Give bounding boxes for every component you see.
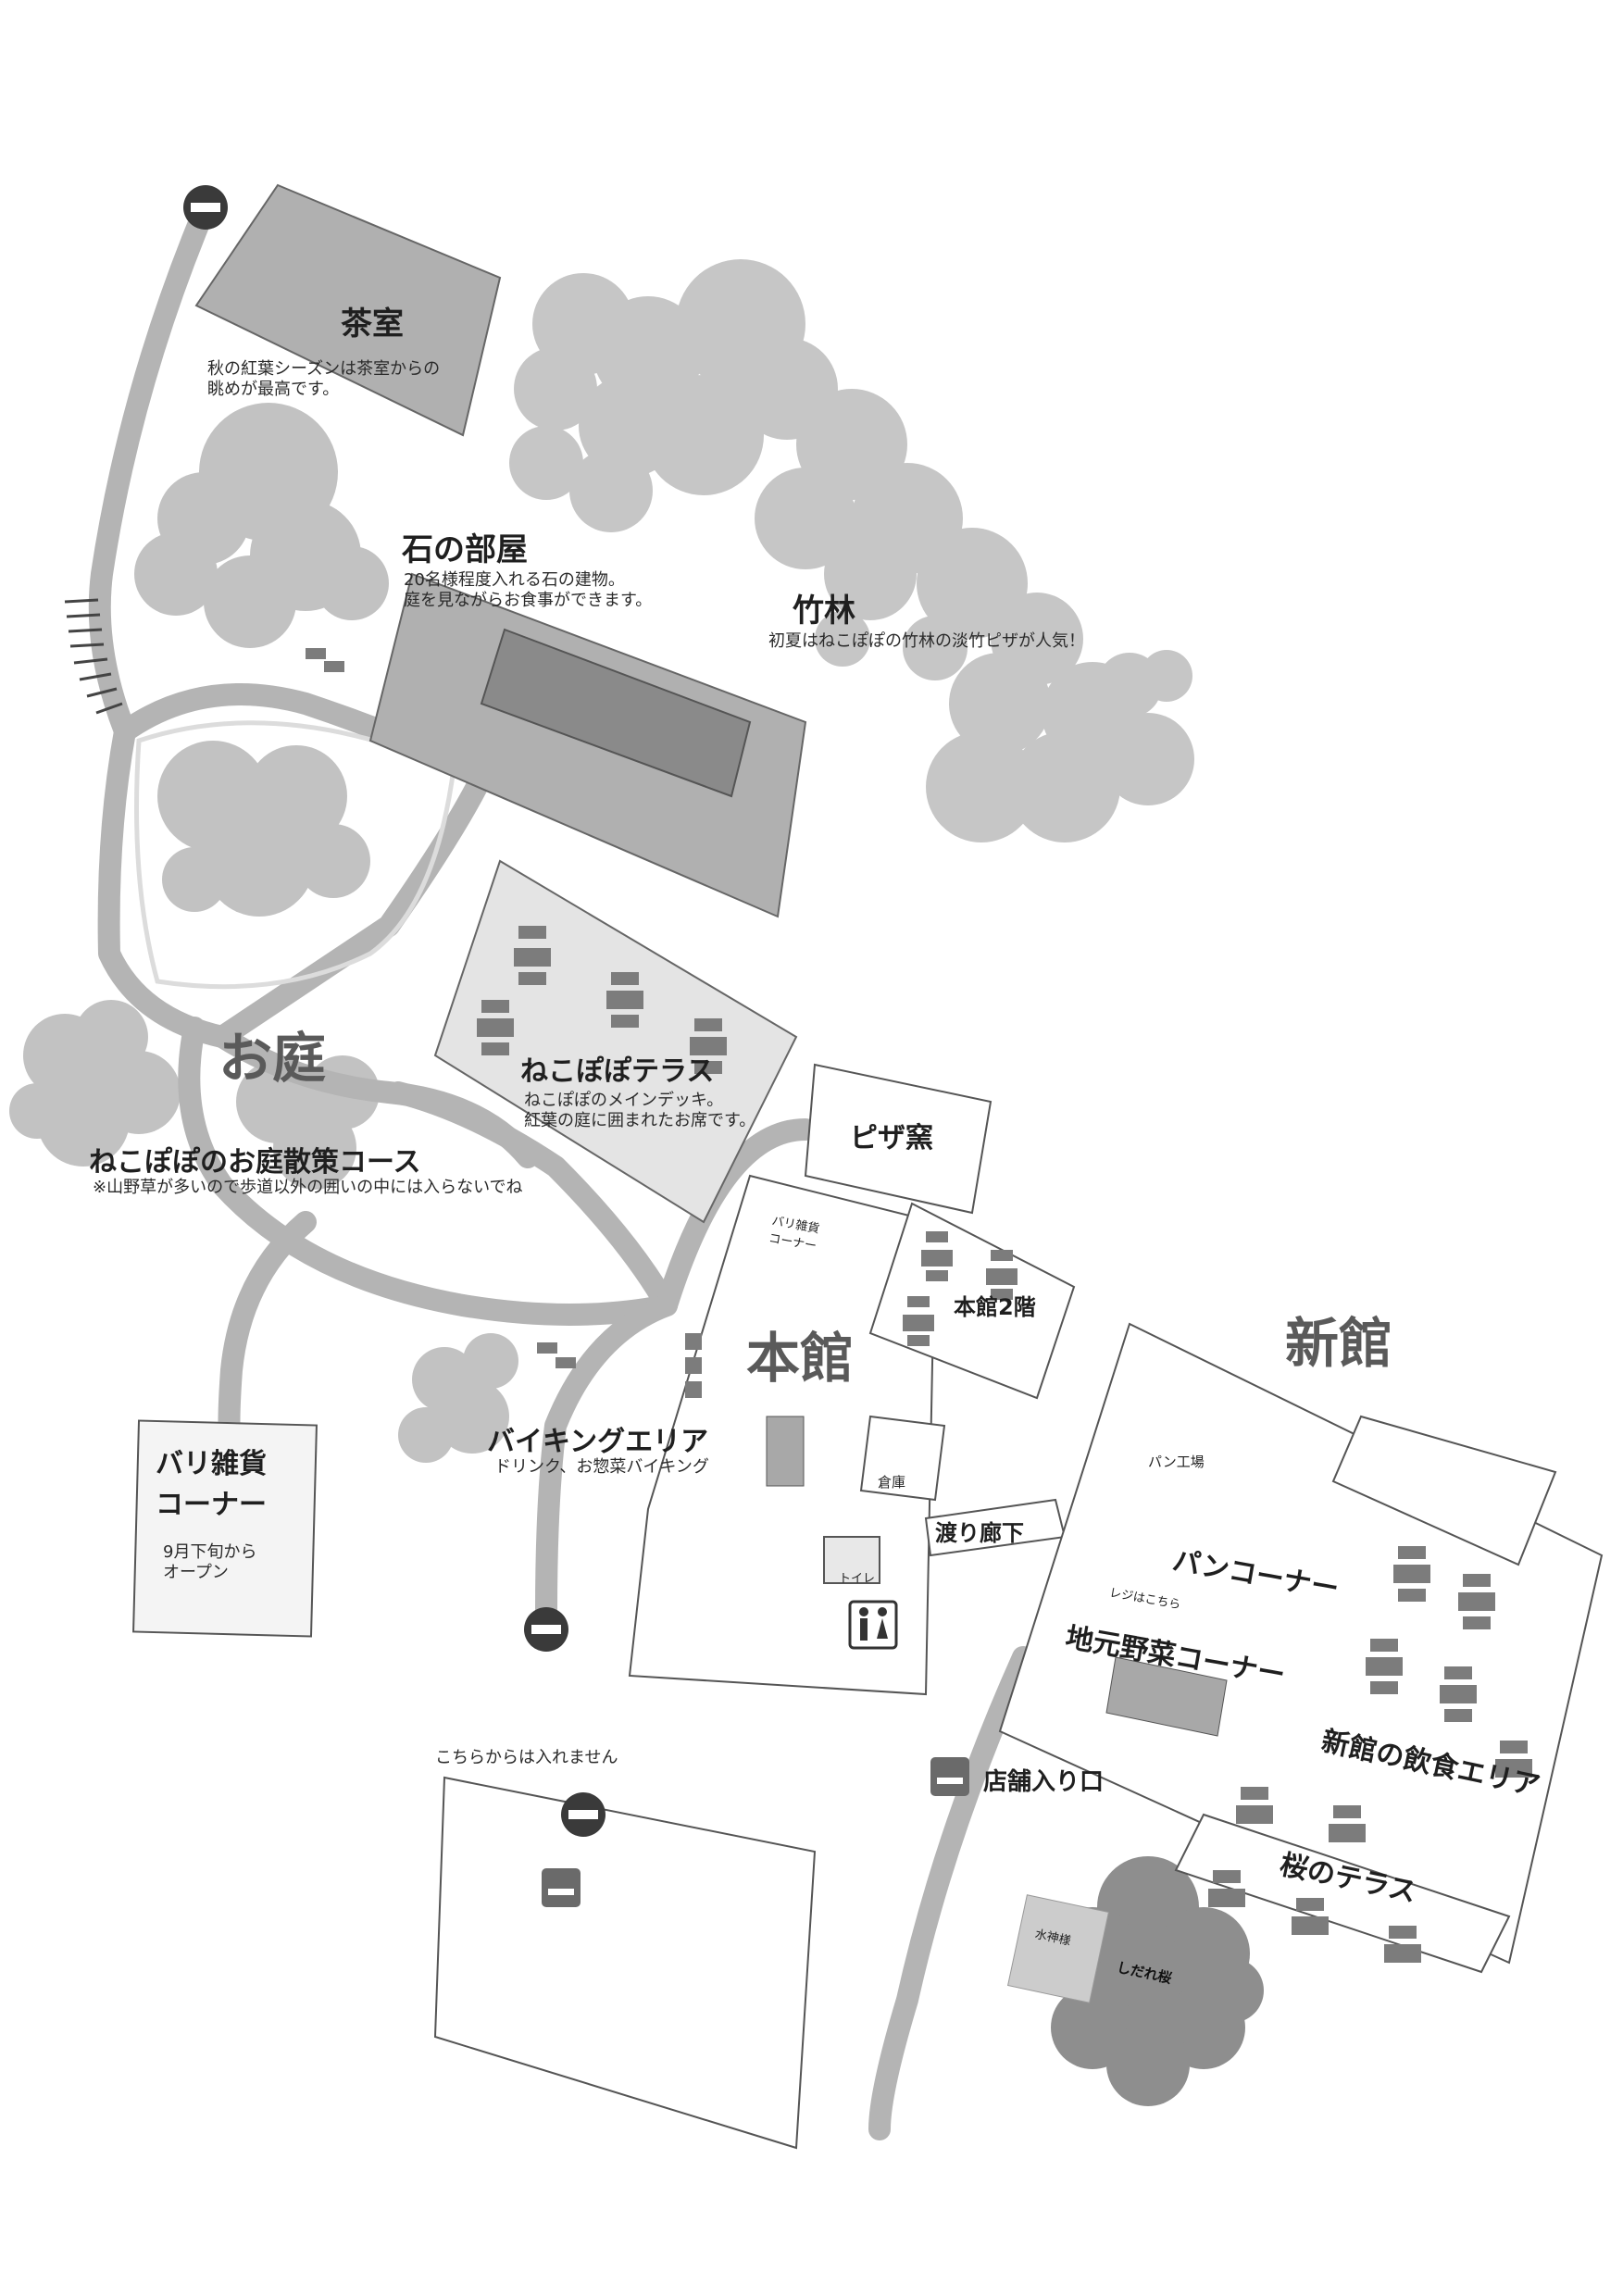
buffet-title: バイキングエリア bbox=[487, 1426, 709, 1458]
garden-paths bbox=[88, 196, 1034, 2140]
no-entry-icon bbox=[183, 185, 228, 230]
chashitsu-building bbox=[194, 183, 502, 437]
pan-kojo-room bbox=[1331, 1415, 1557, 1566]
buffet-desc: ドリンク、お惣菜バイキング bbox=[494, 1457, 709, 1477]
watari-title: 渡り廊下 bbox=[935, 1520, 1024, 1546]
no-entry-title: こちらからは入れません bbox=[435, 1748, 618, 1767]
honkan-title: 本館 bbox=[746, 1327, 855, 1390]
yasai-shelf bbox=[1105, 1656, 1228, 1737]
entrance-title: 店舗入り口 bbox=[983, 1768, 1105, 1796]
oniwa-title: お庭 bbox=[218, 1027, 327, 1090]
bali-corner-title: バリ雑貨 コーナー bbox=[156, 1448, 267, 1521]
chikurin-title: 竹林 bbox=[793, 593, 855, 630]
sakura-terrace-deck bbox=[1174, 1813, 1511, 1974]
no-entry-icon bbox=[561, 1792, 606, 1837]
toilet-room bbox=[823, 1536, 880, 1584]
terrace-desc: ねこぽぽのメインデッキ。 紅葉の庭に囲まれたお席です。 bbox=[524, 1091, 756, 1130]
chikurin-desc: 初夏はねこぽぽの竹林の淡竹ピザが人気！ bbox=[768, 631, 1085, 651]
stairs bbox=[64, 598, 123, 715]
honkan-lower bbox=[433, 1776, 817, 2150]
pizza-title: ピザ窯 bbox=[850, 1122, 933, 1154]
toilet-title: トイレ bbox=[839, 1572, 876, 1586]
trees-garden bbox=[9, 403, 518, 1463]
smoking-icon bbox=[930, 1757, 969, 1796]
chashitsu-desc: 秋の紅葉シーズンは茶室からの 眺めが最高です。 bbox=[207, 359, 441, 399]
souko-room bbox=[859, 1415, 946, 1502]
walk-course-desc: ※山野草が多いので歩道以外の囲いの中には入らないでね bbox=[93, 1178, 523, 1197]
garden-border bbox=[134, 720, 456, 990]
pizza-kiln bbox=[804, 1063, 993, 1215]
buffet-counter bbox=[766, 1416, 805, 1487]
no-entry-icon bbox=[524, 1607, 568, 1652]
chashitsu-title: 茶室 bbox=[341, 306, 404, 343]
terrace-title: ねこぽぽテラス bbox=[520, 1055, 715, 1088]
walk-course-title: ねこぽぽのお庭散策コース bbox=[89, 1146, 421, 1179]
restroom-icon bbox=[848, 1600, 898, 1650]
tree-shidare-sakura bbox=[1046, 1856, 1264, 2106]
shinkan-title: 新館 bbox=[1285, 1312, 1393, 1375]
bali-corner-desc: 9月下旬から オープン bbox=[163, 1542, 257, 1582]
pan-kojo-title: パン工場 bbox=[1148, 1454, 1205, 1470]
suijin-shrine bbox=[1006, 1894, 1110, 2003]
trees-bamboo bbox=[509, 259, 1194, 842]
ishi-building bbox=[368, 572, 807, 918]
honkan2f-title: 本館2階 bbox=[954, 1294, 1036, 1320]
ishi-table bbox=[480, 628, 752, 798]
smoking-icon bbox=[542, 1868, 581, 1907]
tables bbox=[306, 648, 1532, 1963]
ishi-desc: 20名様程度入れる石の建物。 庭を見ながらお食事ができます。 bbox=[404, 570, 653, 610]
souko-title: 倉庫 bbox=[878, 1474, 906, 1491]
ishi-title: 石の部屋 bbox=[402, 531, 528, 568]
